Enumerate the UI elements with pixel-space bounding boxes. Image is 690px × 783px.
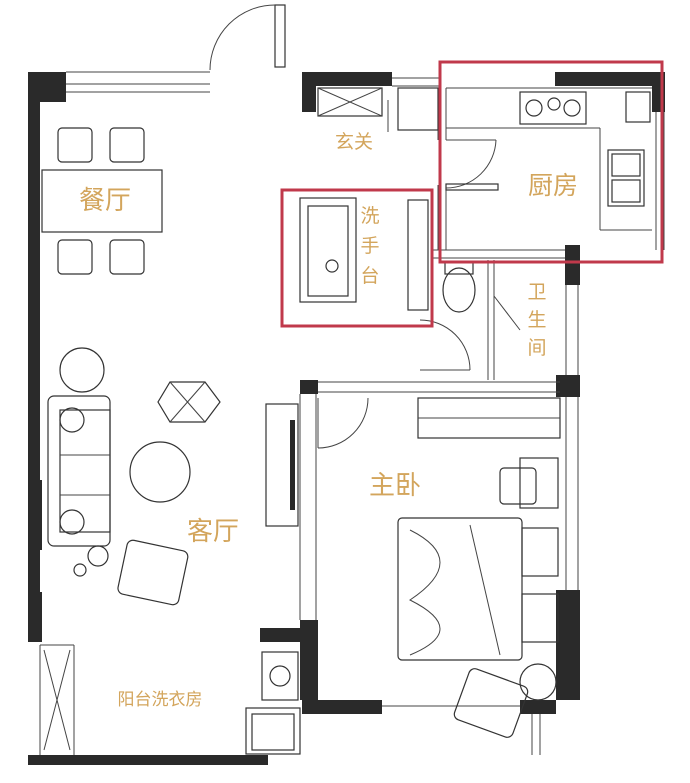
outer-walls [28,71,665,765]
kitchen-highlight-box [438,60,664,264]
interior-walls [260,88,565,700]
doors [209,4,521,449]
room-label-bathroom-2: 生 [527,309,546,331]
entry-furniture [299,87,439,311]
bedroom-furniture [397,457,559,738]
room-label-balcony-laundry: 阳台洗衣房 [118,690,203,710]
kitchen-fixtures [446,87,652,231]
room-label-washbasin-1: 洗 [360,205,379,227]
room-label-entry: 玄关 [335,131,373,153]
room-label-washbasin-2: 手 [360,235,379,257]
room-label-dining: 餐厅 [79,186,131,216]
living-furniture [47,347,299,606]
room-label-living: 客厅 [187,517,239,547]
bathroom-fixtures [442,261,530,313]
room-label-bathroom-1: 卫 [527,281,546,303]
balcony-fixtures [245,651,301,755]
dining-furniture [41,127,163,275]
room-label-kitchen: 厨房 [528,171,578,200]
washbasin-highlight-box [280,188,434,328]
room-label-master-bedroom: 主卧 [369,471,421,501]
room-label-bathroom-3: 间 [527,337,546,359]
room-label-washbasin-3: 台 [360,265,379,287]
